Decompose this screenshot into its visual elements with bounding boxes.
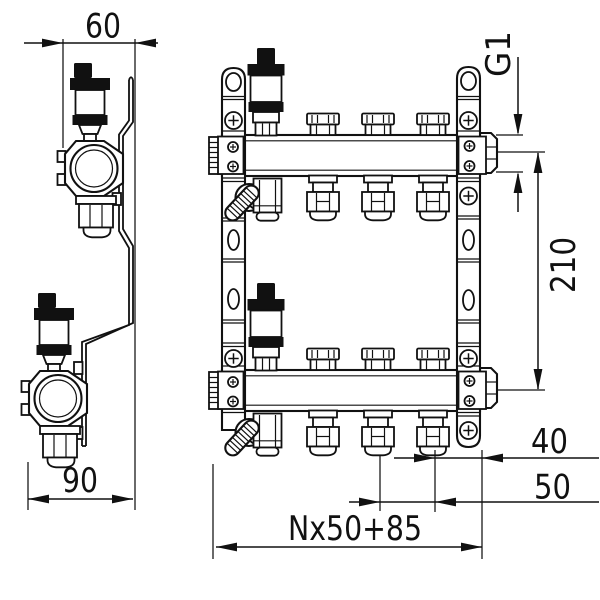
dim-label-g1: G1 (479, 31, 519, 77)
dim-label-50: 50 (534, 468, 571, 508)
dimension-90: 90 (27, 461, 133, 510)
dimension-50: 50 (349, 456, 599, 511)
bar-clamp-plates (217, 135, 487, 410)
dimension-210: 210 (497, 151, 584, 391)
dimensions: 60 90 G1 210 (24, 7, 599, 559)
side-view (20, 61, 134, 469)
dimension-g1: G1 (479, 31, 523, 212)
dim-label-90: 90 (62, 461, 98, 501)
side-lower-assembly (20, 291, 89, 469)
dimension-total-width: Nx50+85 (212, 464, 482, 559)
dim-label-210: 210 (544, 237, 584, 293)
side-upper-assembly (56, 61, 125, 239)
dim-label-60: 60 (85, 7, 121, 47)
dimension-40: 40 (394, 422, 599, 559)
dim-label-40: 40 (531, 422, 568, 462)
front-view (209, 48, 497, 460)
dimension-60: 60 (24, 7, 158, 510)
dim-label-total-width: Nx50+85 (288, 509, 422, 549)
